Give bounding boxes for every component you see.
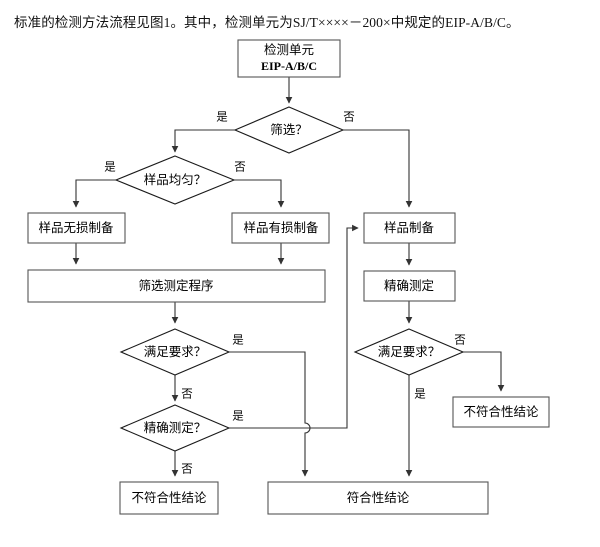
edge-label-layer: 是 否 是 否 是 否 否 是 是 否 [104,111,466,476]
node-nonconformity-conclusion-left-label: 不符合性结论 [131,490,207,505]
node-requirement-decision-left-label: 满足要求？ [144,345,207,359]
node-screening-procedure: 筛选测定程序 [27,269,326,303]
node-requirement-decision-left: 满足要求？ [119,328,231,376]
node-conformity-conclusion: 符合性结论 [267,481,489,515]
edge-label-uniform-q-no: 否 [234,162,246,174]
edge-layer [72,77,505,477]
node-screening-decision: 筛选？ [233,106,345,154]
edge-satisfy-q-left-yes-to-pass [229,351,311,477]
edge-label-satisfy-left-yes: 是 [232,334,244,347]
edge-exact-q-yes-to-prep-plain [229,224,359,429]
edge-label-screen-q-no: 否 [343,112,355,124]
edge-label-exact-q-no: 否 [181,464,193,476]
node-sample-uniform-decision-label: 样品均匀？ [144,172,207,187]
node-detection-unit-label-line2: EIP-A/B/C [261,59,317,73]
node-screening-procedure-label: 筛选测定程序 [138,278,213,293]
edge-screen-q-yes-to-uniform-q [171,129,235,153]
node-precise-measurement-label: 精确测定 [384,278,434,293]
node-nondestructive-prep-label: 样品无损制备 [38,220,114,235]
node-nonconformity-conclusion-left: 不符合性结论 [119,481,219,515]
node-conformity-conclusion-label: 符合性结论 [347,490,410,505]
edge-label-uniform-q-yes: 是 [104,161,116,174]
node-destructive-prep-label: 样品有损制备 [243,220,319,235]
node-requirement-decision-right: 满足要求？ [353,328,465,376]
edge-label-screen-q-yes: 是 [216,111,228,124]
node-detection-unit-label-line1: 检测单元 [264,42,314,57]
node-detection-unit: 检测单元 EIP-A/B/C [237,39,341,78]
node-requirement-decision-right-label: 满足要求？ [378,345,441,359]
node-precise-measurement-decision: 精确测定？ [119,404,231,452]
edge-uniform-q-yes-to-prep-nd [72,179,116,208]
node-nonconformity-conclusion-right: 不符合性结论 [452,396,550,428]
node-nonconformity-conclusion-right-label: 不符合性结论 [463,404,539,419]
node-destructive-prep: 样品有损制备 [231,212,330,244]
edge-screen-q-no-to-prep-plain [343,129,413,208]
edge-satisfy-q-right-no-to-fail-right [463,351,505,392]
edge-label-satisfy-right-yes: 是 [414,388,426,401]
node-sample-uniform-decision: 样品均匀？ [114,155,236,205]
node-layer: 检测单元 EIP-A/B/C 筛选？ 样品均匀？ 样品无损制备 样品有损制备 样… [27,39,550,515]
node-sample-prep: 样品制备 [363,212,456,244]
node-screening-decision-label: 筛选？ [270,122,308,137]
node-sample-prep-label: 样品制备 [384,220,435,235]
edge-uniform-q-no-to-prep-d [234,179,285,208]
node-nondestructive-prep: 样品无损制备 [27,212,126,244]
edge-label-satisfy-right-no: 否 [454,335,466,347]
page-caption: 标准的检测方法流程见图1。其中，检测单元为SJ/T××××－200×中规定的EI… [14,15,520,30]
edge-label-satisfy-left-no: 否 [181,389,193,401]
node-precise-measurement: 精确测定 [363,270,456,302]
edge-label-exact-q-yes: 是 [232,410,244,423]
node-precise-measurement-decision-label: 精确测定？ [144,420,207,435]
